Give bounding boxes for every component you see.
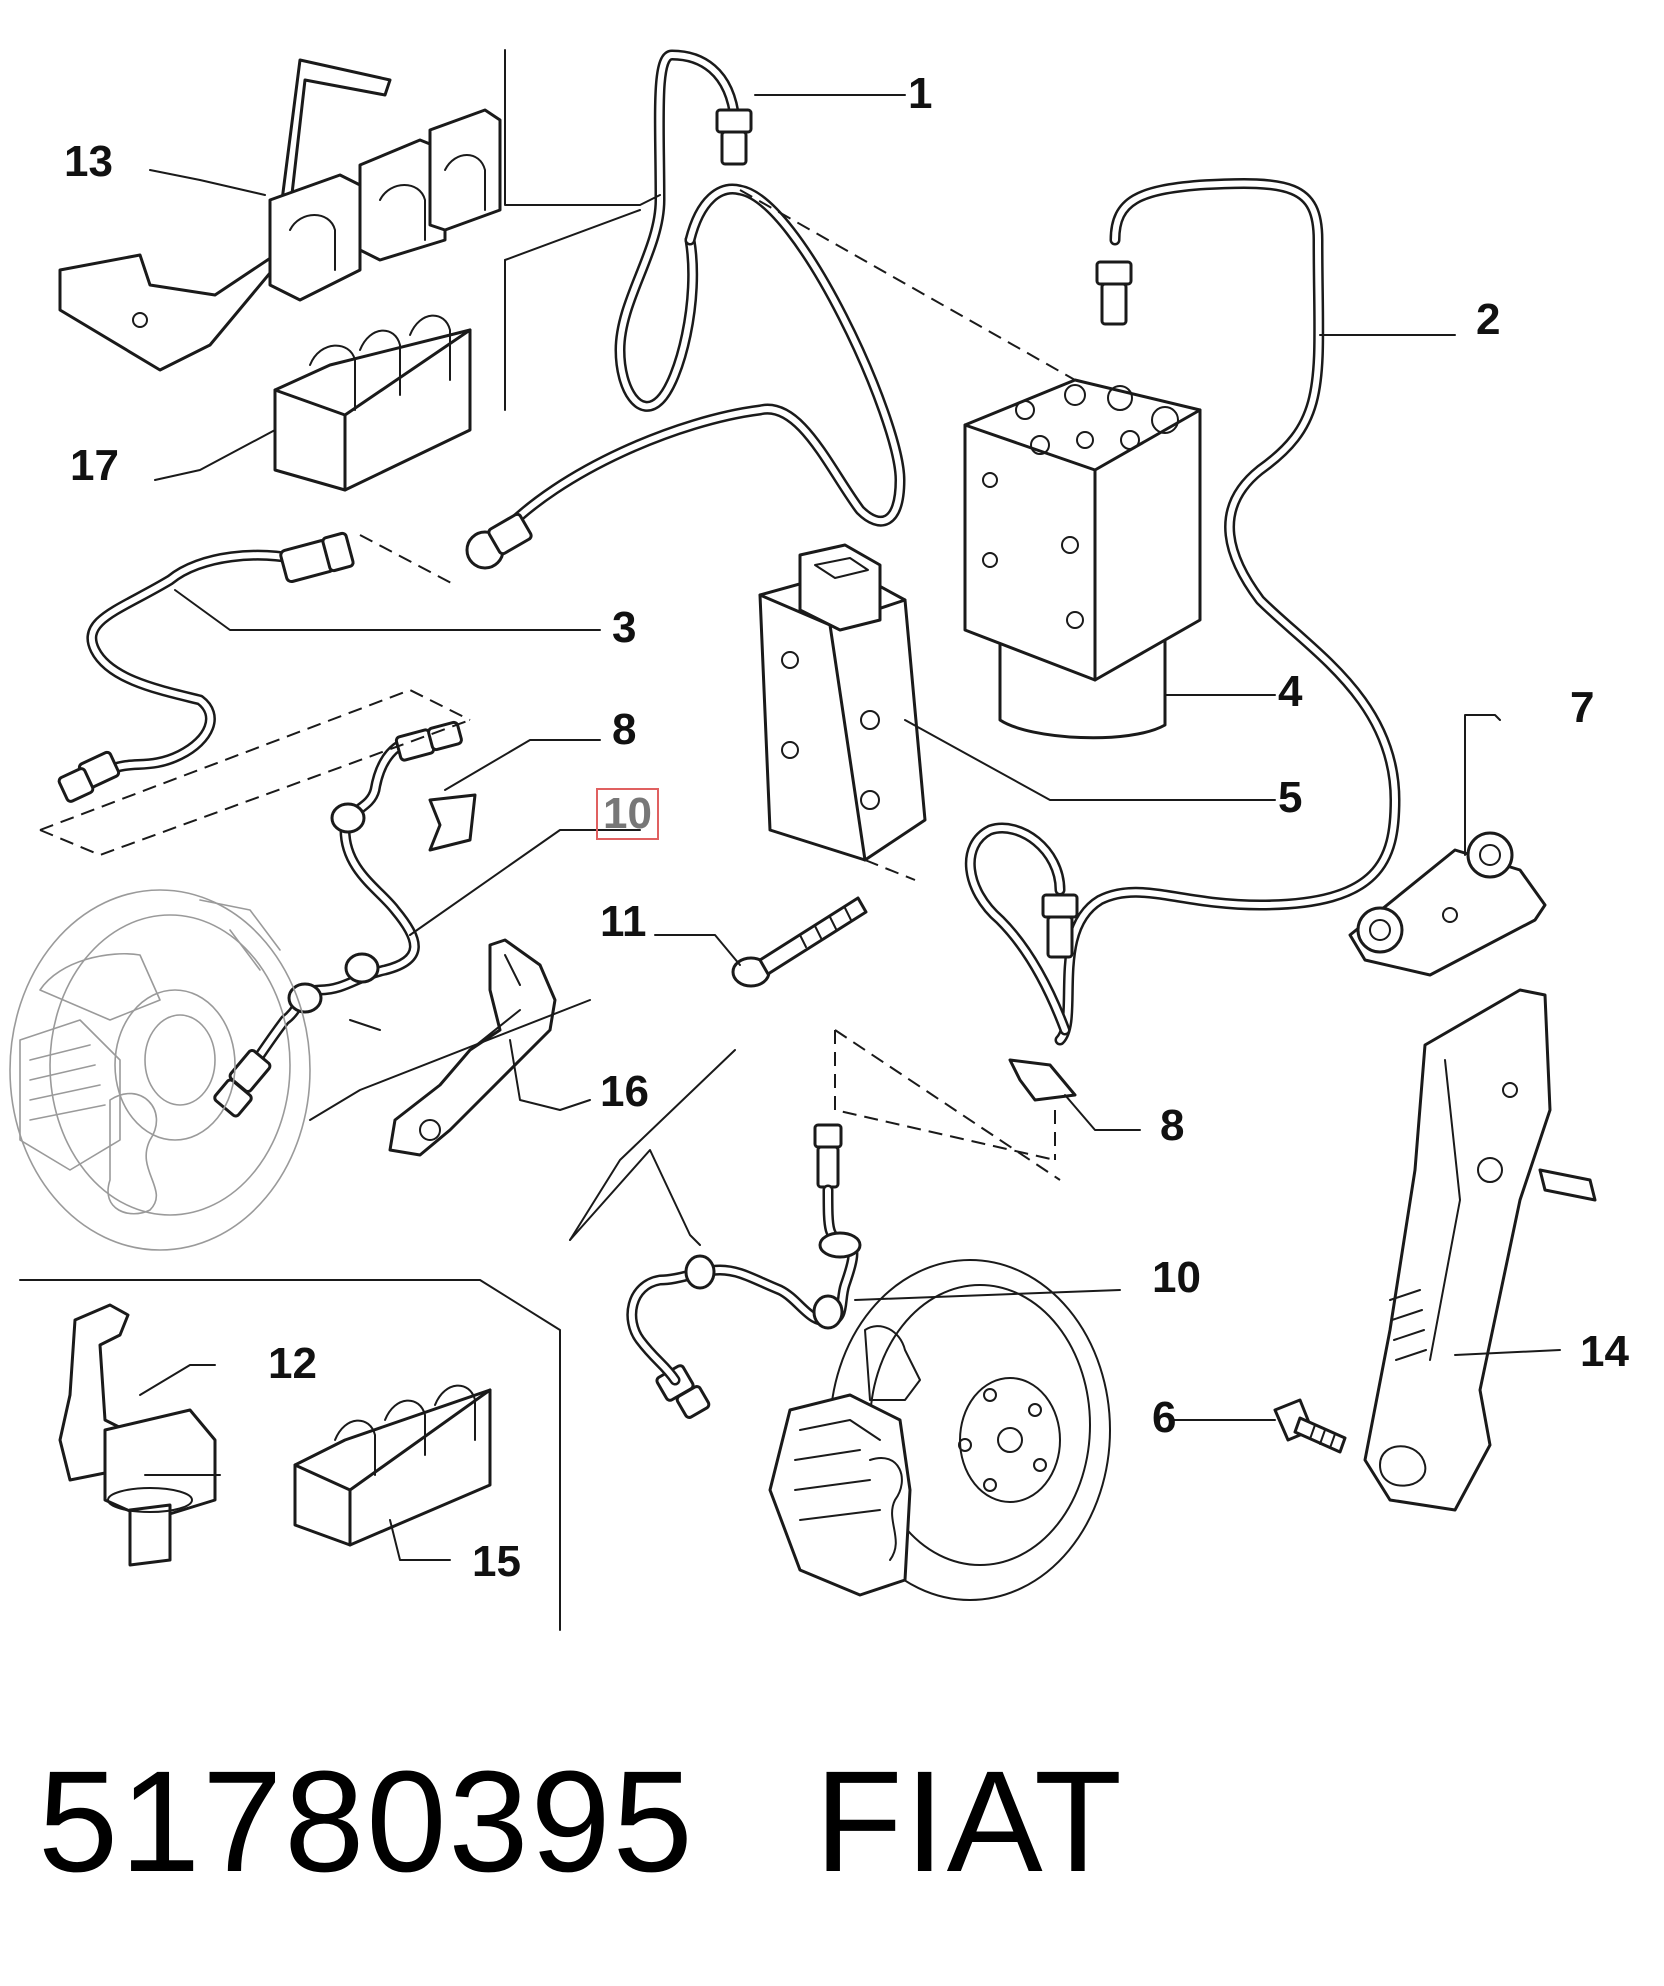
callout-8-upper: 8 — [612, 705, 637, 754]
callout-13: 13 — [64, 137, 113, 186]
mount-bracket-7 — [1348, 831, 1547, 977]
retaining-clips-8 — [428, 793, 1077, 1102]
rear-disc-caliper — [768, 1259, 1111, 1601]
rear-brake-hose — [626, 1184, 862, 1386]
clip-12 — [58, 1303, 217, 1567]
callout-14: 14 — [1580, 1327, 1629, 1376]
callout-1: 1 — [908, 69, 933, 118]
callout-15: 15 — [472, 1537, 521, 1586]
leader-lines — [19, 49, 1561, 1631]
callout-11: 11 — [600, 897, 647, 946]
callout-12: 12 — [268, 1339, 317, 1388]
callout-6: 6 — [1152, 1393, 1177, 1442]
clip-block-17 — [273, 314, 472, 492]
callout-2: 2 — [1476, 295, 1501, 344]
callout-7: 7 — [1570, 683, 1595, 732]
long-bracket-14 — [1363, 988, 1597, 1512]
callout-3: 3 — [612, 603, 637, 652]
hose-bracket-16 — [388, 938, 557, 1157]
callout-16: 16 — [600, 1067, 649, 1116]
callout-10-lower: 10 — [1152, 1253, 1201, 1302]
abs-block — [963, 378, 1202, 740]
bolt-6 — [1273, 1398, 1347, 1454]
pipe-unions — [57, 108, 1133, 1419]
brand-name: FIAT — [814, 1741, 1124, 1902]
clip-bracket-13 — [58, 58, 502, 372]
callout-8-lower: 8 — [1160, 1101, 1185, 1150]
part-number: 51780395 — [38, 1741, 695, 1902]
ecu-module — [758, 543, 927, 862]
clip-block-15 — [293, 1384, 492, 1547]
callout-4: 4 — [1278, 667, 1303, 716]
dashed-reference-lines — [39, 189, 1076, 1181]
front-brake-hose — [213, 720, 463, 1118]
callout-10-highlighted[interactable]: 10 — [596, 788, 659, 840]
callout-5: 5 — [1278, 773, 1303, 822]
bolt-11 — [731, 896, 868, 988]
brake-pipes — [86, 49, 1401, 1046]
callout-17: 17 — [70, 441, 119, 490]
front-disc-caliper — [9, 889, 311, 1251]
